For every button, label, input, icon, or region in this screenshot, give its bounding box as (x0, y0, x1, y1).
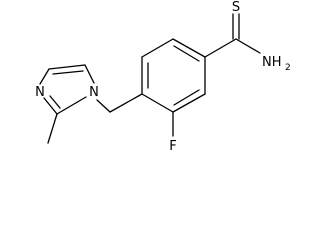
imidazole-n1-label: N (89, 85, 99, 100)
fluorine-atom-label: F (169, 139, 176, 154)
fluoro-substituent: F (169, 111, 177, 154)
sulfur-atom-label: S (232, 0, 240, 15)
bond-n1-c5 (84, 64, 95, 84)
bond-thiocarbon-n (235, 38, 261, 54)
structure-canvas: S NH 2 F N N (35, 0, 291, 154)
methylene-linker (96, 93, 143, 113)
bond-ring-inner-bottom-right (173, 89, 200, 106)
imidazole-n3-label: N (35, 85, 45, 100)
bond-ring-top-right (172, 38, 206, 58)
bond-c2-to-methyl (47, 113, 58, 144)
amide-nitrogen-label: NH (262, 55, 282, 70)
benzene-ring (141, 38, 206, 113)
methyl-substituent (47, 113, 58, 144)
bond-c5-c4-inner (52, 70, 84, 75)
bond-n3-c2-inner (49, 95, 61, 109)
bond-c5-c4 (48, 64, 86, 70)
bond-ring-top-left (141, 38, 174, 58)
bond-c2-n1 (56, 96, 87, 115)
amide-nitrogen-subscript: 2 (285, 63, 291, 73)
molecule-drawing: S NH 2 F N N (35, 0, 291, 154)
bond-n3-c2 (43, 97, 58, 115)
bond-ring-bottom-right (172, 93, 206, 113)
bond-c4-n3 (39, 68, 50, 85)
thioamide-group: S NH 2 (204, 0, 291, 73)
bond-ring-to-thiocarbon (204, 38, 237, 58)
imidazole-ring: N N (35, 64, 99, 115)
bond-ring-inner-top-right (173, 45, 200, 62)
bond-ch2-to-imidazole-n (96, 99, 111, 113)
bond-ring-bottom-left (141, 93, 174, 113)
bond-ring-to-ch2 (109, 93, 143, 113)
